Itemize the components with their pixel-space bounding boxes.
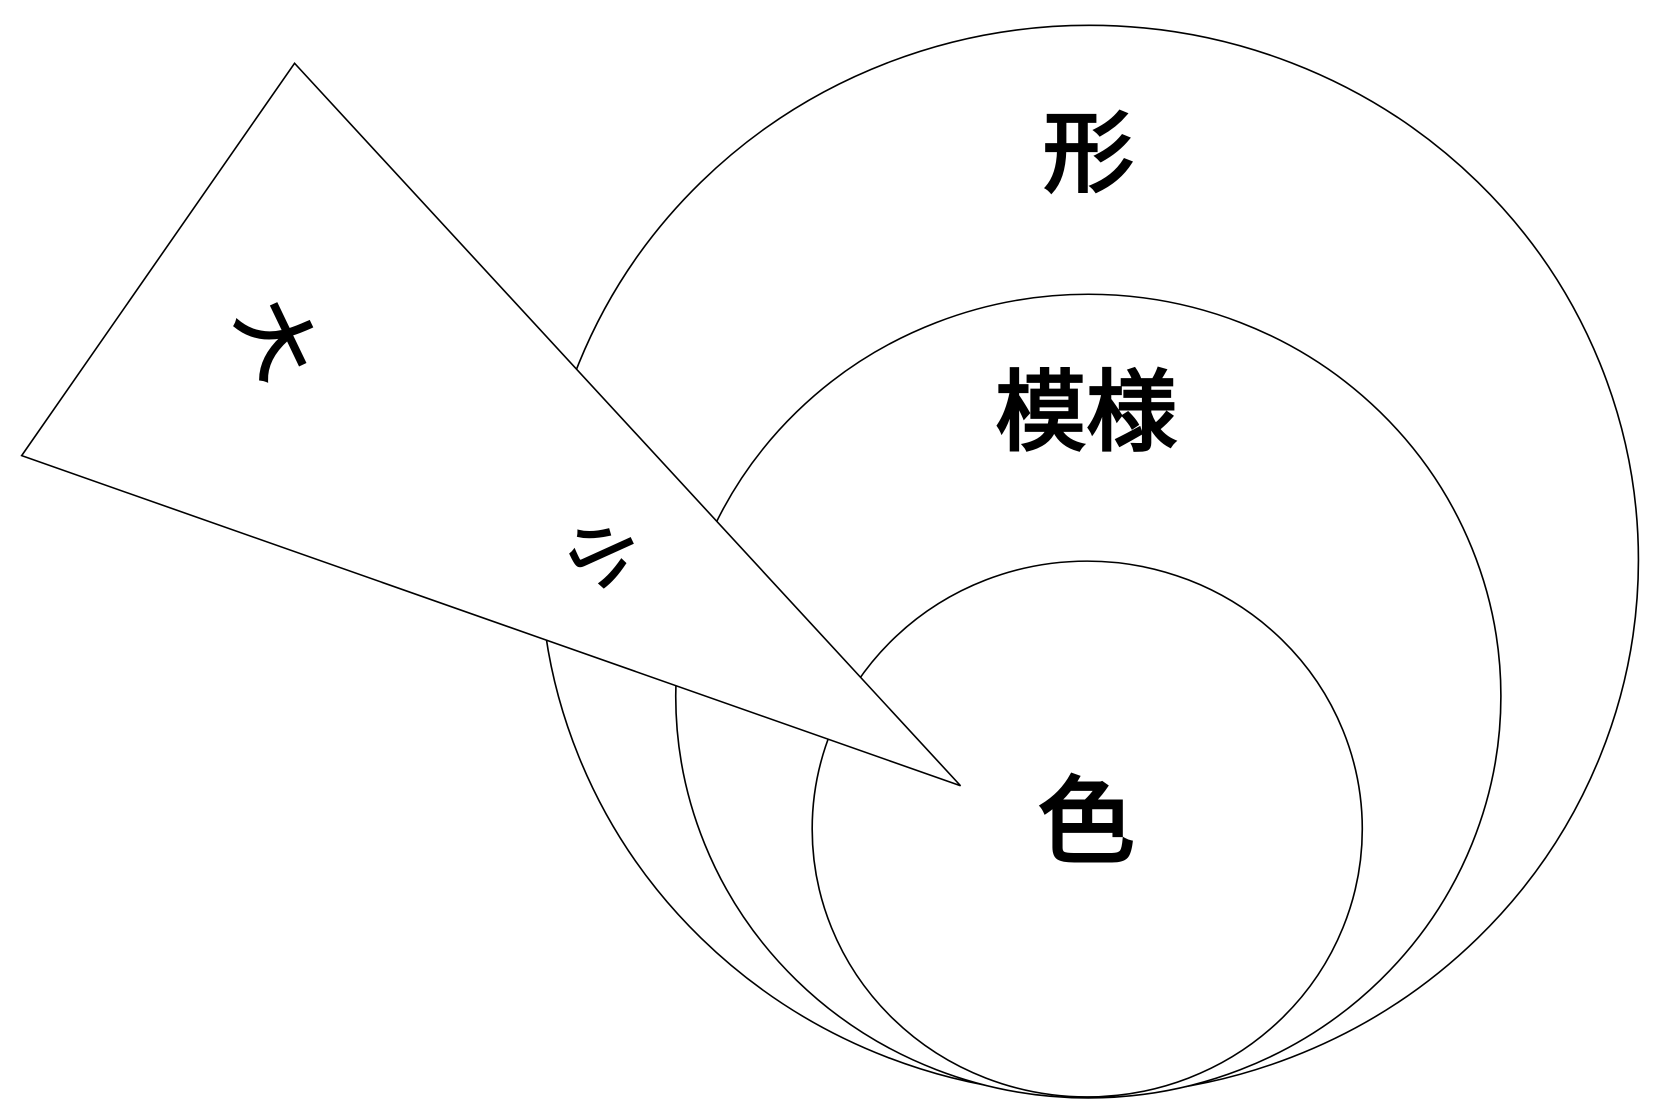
label-pattern: 模様 <box>995 362 1178 465</box>
size-wedge <box>20 62 962 787</box>
inner-circle-color <box>811 560 1364 1098</box>
label-color: 色 <box>1037 767 1134 878</box>
label-shape: 形 <box>1043 104 1134 207</box>
